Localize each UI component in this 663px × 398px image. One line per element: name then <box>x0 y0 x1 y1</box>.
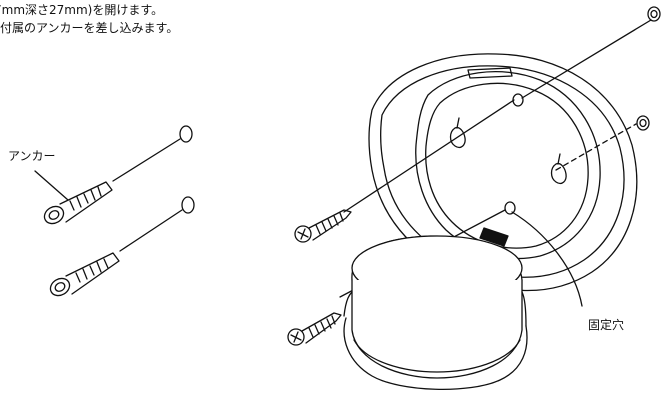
wall-hole-icon <box>647 6 661 22</box>
screw-icon <box>294 209 352 243</box>
anchor-leader-line <box>34 170 69 201</box>
guide-line <box>112 138 181 182</box>
screw-icon <box>287 312 342 346</box>
instruction-line-1: 7mm深さ27mm)を開けます。 <box>0 3 164 17</box>
anchor-icon <box>49 252 120 297</box>
wall-hole-icon <box>179 125 193 143</box>
device-cover-icon <box>343 235 528 390</box>
wall-hole-icon <box>181 196 195 214</box>
guide-line <box>521 19 652 99</box>
instruction-line-2: 付属のアンカーを差し込みます。 <box>0 21 179 35</box>
anchor-icon <box>43 181 113 225</box>
guide-line <box>343 99 515 213</box>
guide-line <box>119 209 183 252</box>
anchor-label: アンカー <box>8 149 56 163</box>
fixing-hole-label: 固定穴 <box>588 318 625 332</box>
wall-hole-icon <box>636 115 650 131</box>
guide-line <box>555 123 637 171</box>
